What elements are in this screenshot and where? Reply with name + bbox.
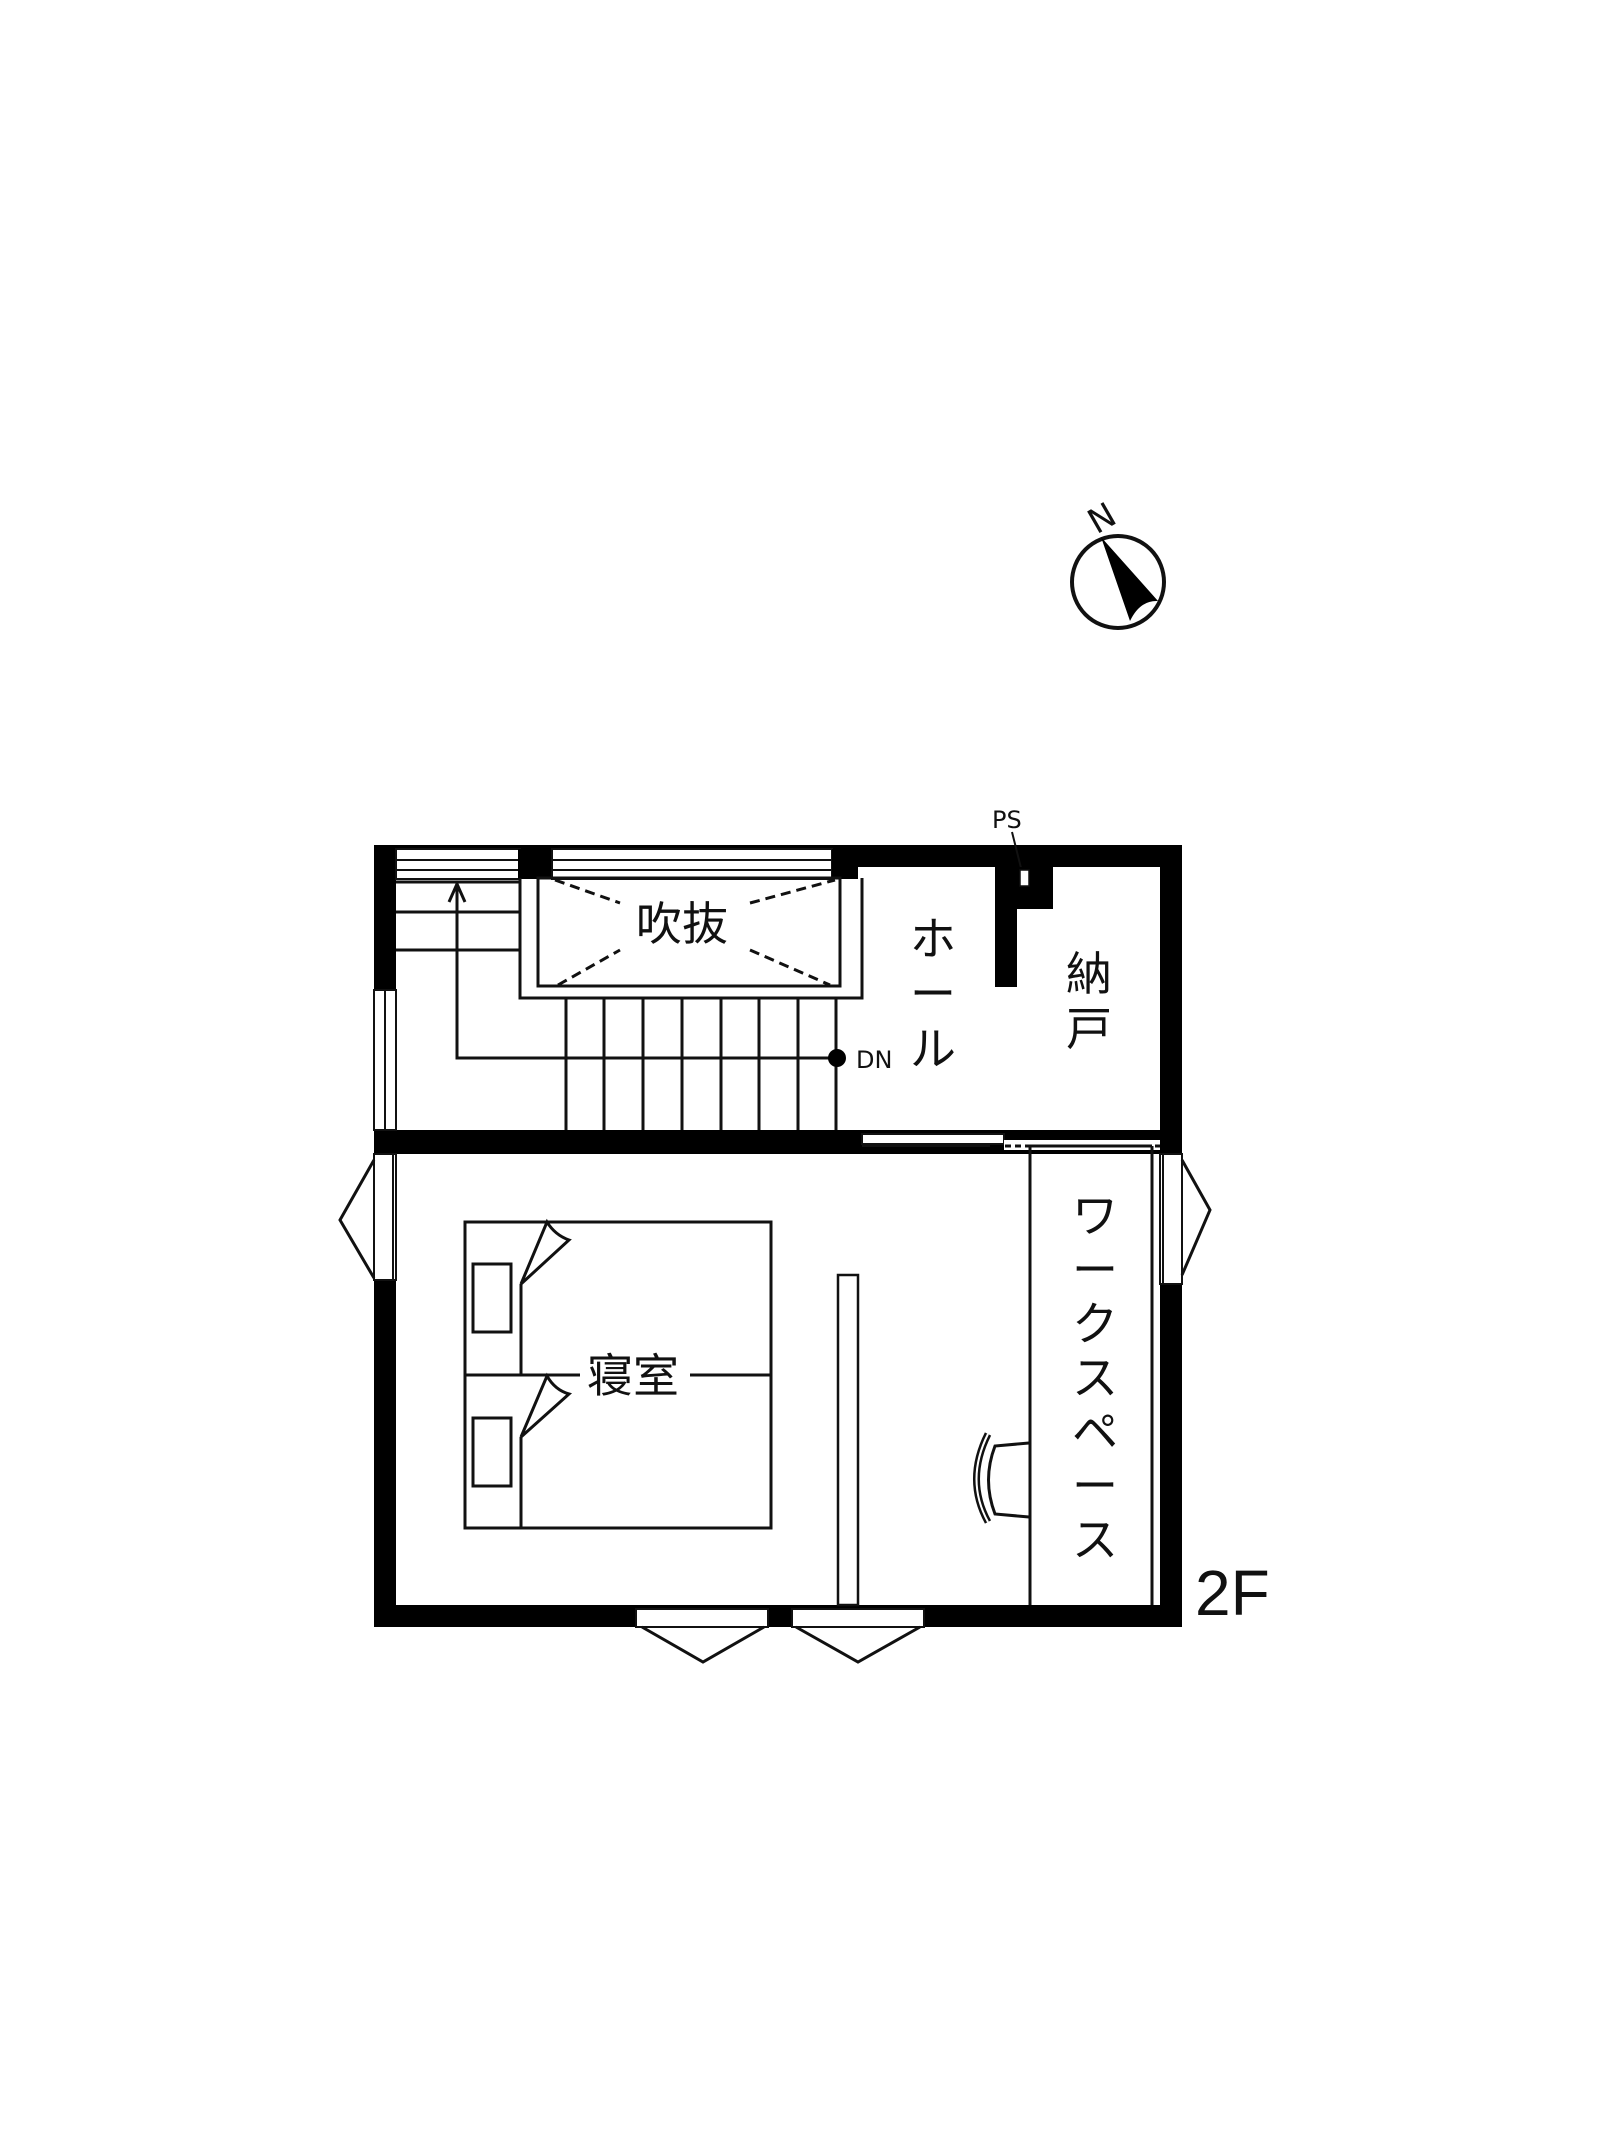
pipe-space-label: PS [992, 806, 1022, 834]
east-bay-window [1159, 1153, 1212, 1285]
svg-text:納: 納 [1066, 947, 1112, 1001]
svg-text:ス: ス [1072, 1513, 1118, 1567]
svg-text:ペ: ペ [1072, 1405, 1118, 1459]
floor-label: 2F [1195, 1557, 1270, 1629]
south-windows [635, 1608, 925, 1664]
bedroom-partition [836, 1273, 860, 1607]
staircase: DN [396, 878, 892, 1130]
twin-beds: 寝室 [463, 1218, 773, 1530]
svg-text:戸: 戸 [1066, 1002, 1112, 1056]
svg-text:ル: ル [910, 1022, 956, 1076]
void-area: 吹抜 [536, 876, 842, 988]
hall-label: ホ ー ル [910, 912, 956, 1076]
void-label: 吹抜 [636, 897, 728, 951]
pipe-space: PS [992, 806, 1053, 987]
pillow-2 [471, 1416, 513, 1488]
svg-text:ワ: ワ [1072, 1189, 1118, 1243]
workspace-desk: ワ ー ク ス ペ ー ス [1028, 1144, 1154, 1605]
svg-text:ス: ス [1072, 1351, 1118, 1405]
west-window-upper [373, 989, 397, 1131]
sheet-fold-2 [519, 1372, 573, 1439]
sheet-fold-1 [519, 1218, 572, 1286]
svg-text:ー: ー [1072, 1459, 1118, 1513]
exterior-walls [374, 845, 1182, 1627]
bedroom-label: 寝室 [587, 1349, 679, 1403]
storage-label: 納 戸 [1066, 947, 1112, 1056]
svg-text:ク: ク [1072, 1297, 1118, 1351]
north-arrow-icon [1101, 537, 1158, 621]
svg-text:ー: ー [1072, 1243, 1118, 1297]
pillow-1 [471, 1262, 513, 1334]
north-windows [395, 848, 858, 880]
chair-icon [973, 1432, 1030, 1524]
west-bay-window [338, 1153, 397, 1281]
compass: N [1070, 495, 1166, 630]
svg-text:ー: ー [910, 967, 956, 1021]
compass-circle [1070, 534, 1166, 630]
stairs-down-label: DN [856, 1046, 892, 1074]
stair-start-dot [828, 1049, 846, 1067]
svg-text:ホ: ホ [910, 912, 956, 966]
